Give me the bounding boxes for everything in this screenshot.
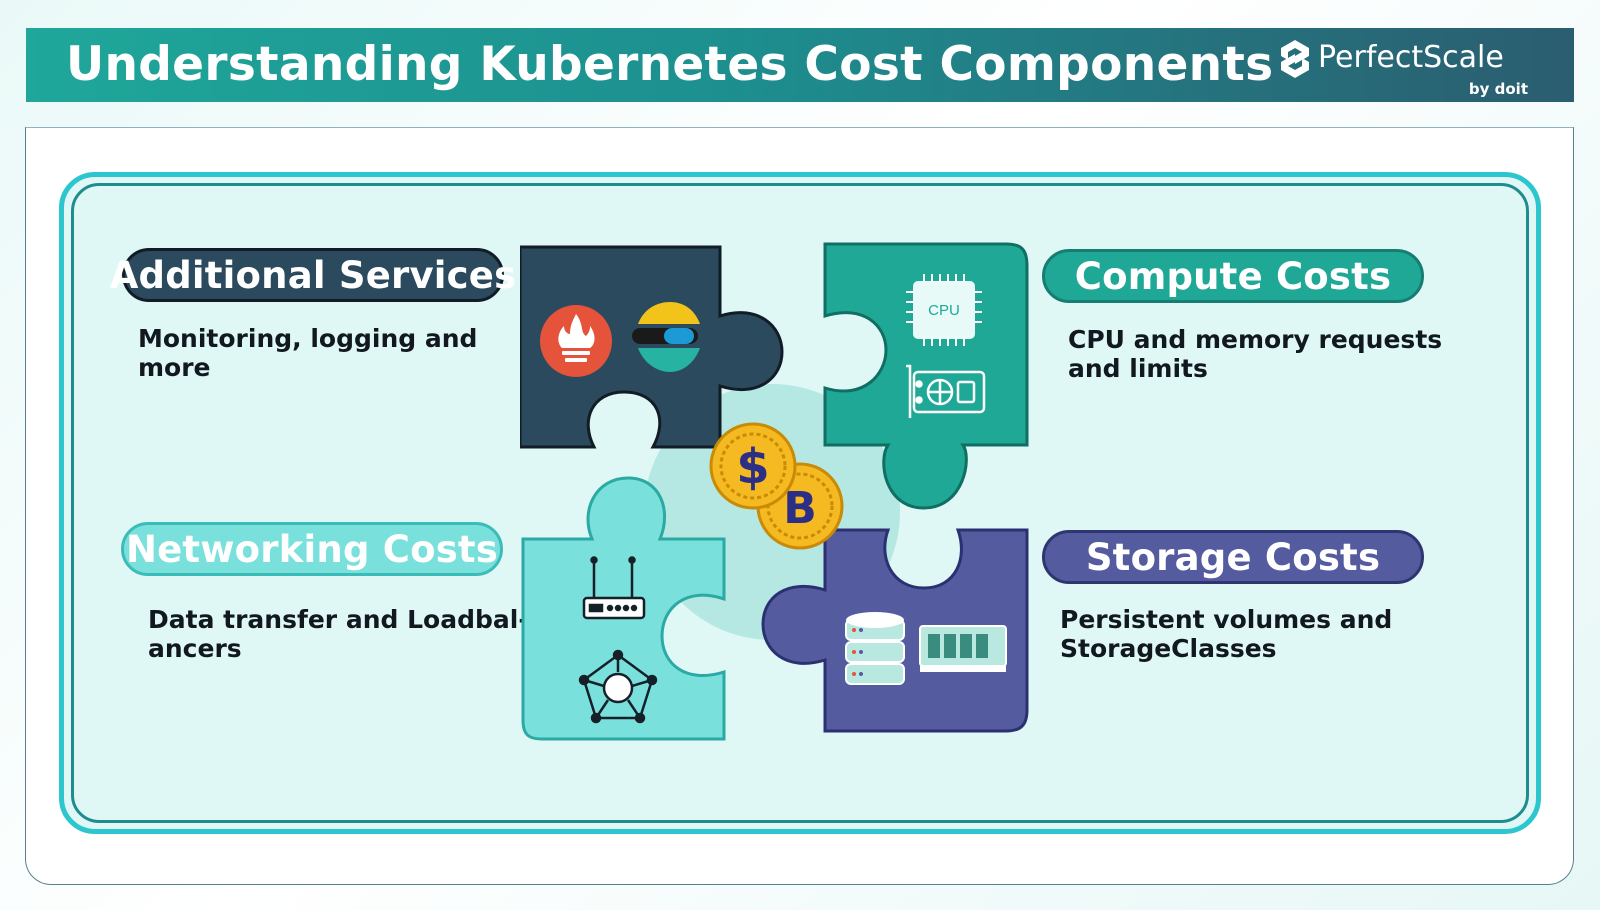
description-line: Persistent volumes and xyxy=(1060,605,1393,634)
compute-costs-description: CPU and memory requests and limits xyxy=(1068,325,1442,383)
storage-costs-title: Storage Costs xyxy=(1085,535,1381,579)
description-line: ancers xyxy=(148,634,242,663)
router-icon xyxy=(582,556,646,620)
networking-costs-pill: Networking Costs xyxy=(121,522,503,576)
dollar-coin-icon xyxy=(709,422,797,510)
network-hub-icon xyxy=(578,649,658,724)
cpu-chip-icon xyxy=(906,274,982,346)
page-title: Understanding Kubernetes Cost Components xyxy=(66,37,1274,92)
compute-costs-pill: Compute Costs xyxy=(1042,249,1424,303)
logo-byline: by doit xyxy=(1468,80,1528,98)
additional-services-title: Additional Services xyxy=(109,253,517,297)
description-line: Monitoring, logging and xyxy=(138,324,478,353)
perfectscale-logo-icon xyxy=(1281,40,1309,78)
gpu-card-icon xyxy=(906,364,986,418)
bitcoin-symbol: B xyxy=(783,483,817,534)
header-banner: Understanding Kubernetes Cost Components… xyxy=(26,28,1574,102)
perfectscale-logo: PerfectScale by doit xyxy=(1278,36,1528,98)
compute-puzzle-piece xyxy=(823,242,1029,510)
description-line: StorageClasses xyxy=(1060,634,1277,663)
description-line: and limits xyxy=(1068,354,1208,383)
compute-costs-title: Compute Costs xyxy=(1074,254,1392,298)
memory-module-icon xyxy=(919,625,1007,672)
cpu-label: CPU xyxy=(928,302,960,319)
database-icon xyxy=(845,612,905,685)
elastic-icon xyxy=(632,302,700,372)
networking-costs-title: Networking Costs xyxy=(125,527,499,571)
description-line: more xyxy=(138,353,211,382)
networking-costs-description: Data transfer and Loadbal- ancers xyxy=(148,605,529,663)
dollar-symbol: $ xyxy=(736,439,769,495)
storage-costs-pill: Storage Costs xyxy=(1042,530,1424,584)
additional-services-description: Monitoring, logging and more xyxy=(138,324,477,382)
description-line: CPU and memory requests xyxy=(1068,325,1443,354)
logo-name: PerfectScale xyxy=(1318,40,1504,75)
cost-puzzle-illustration: CPU xyxy=(520,242,1029,741)
storage-costs-description: Persistent volumes and StorageClasses xyxy=(1060,605,1392,663)
description-line: Data transfer and Loadbal- xyxy=(148,605,529,634)
additional-services-pill: Additional Services xyxy=(110,248,516,302)
prometheus-icon xyxy=(540,305,612,377)
